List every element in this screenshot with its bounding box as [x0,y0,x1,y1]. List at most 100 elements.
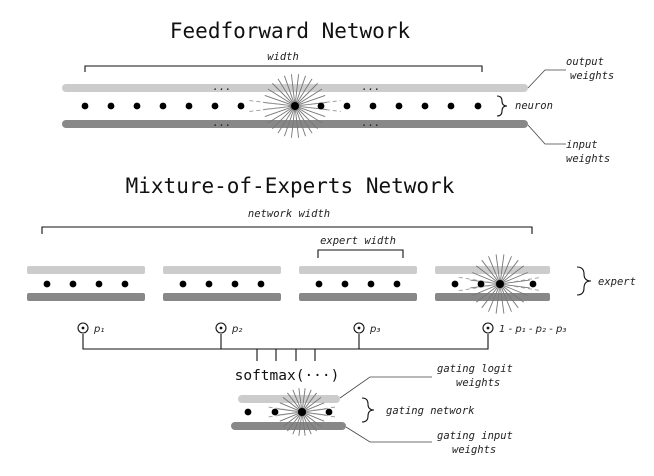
ffn-neuron [395,102,403,110]
gating-network-brace [361,397,375,423]
expert-neuron [451,280,459,288]
expert-neuron [477,280,485,288]
expert-neuron [69,280,77,288]
ffn-output-weights-label-2: weights [570,70,614,82]
ffn-ellipsis-bottom-right: ... [362,117,381,129]
softmax-label: softmax(···) [235,368,340,384]
ffn-neuron-label: neuron [515,100,553,112]
ffn-neuron [159,102,167,110]
gate-symbol-3 [353,322,365,334]
ffn-neuron [369,102,377,110]
ffn-ellipsis-top-right: ... [362,81,381,93]
prob-label-3: p₃ [369,324,380,335]
ffn-neuron [237,102,245,110]
expert-active-neuron [496,280,504,288]
ffn-active-neuron [291,102,299,110]
expert-neuron [393,280,401,288]
gating-input-weights-label-2: weights [452,444,496,456]
gate-symbol-1 [77,322,89,334]
ffn-neuron [81,102,89,110]
expert-block-1 [27,266,145,301]
gating-network-label: gating network [386,405,475,417]
ffn-output-weights-bar [62,84,528,92]
ffn-neuron [107,102,115,110]
ray-dashed-line [268,406,336,418]
ffn-neuron [317,102,325,110]
moe-gate-distribution-bus [82,334,489,350]
gating-active-neuron-rays [268,388,336,436]
gating-neuron [325,408,333,416]
gating-active-neuron [298,408,306,416]
moe-expert-width-label: expert width [320,235,396,247]
gating-neuron [271,408,279,416]
expert-output-weights-bar [27,266,145,274]
ffn-neuron [343,102,351,110]
ffn-neuron [185,102,193,110]
ffn-input-weights-leader [527,124,566,145]
expert-neuron [43,280,51,288]
ffn-neuron [447,102,455,110]
expert-input-weights-bar [163,293,281,301]
moe-network-width-label: network width [248,208,330,220]
ffn-ellipsis-top-left: ... [213,81,232,93]
moe-title: Mixture-of-Experts Network [126,174,455,198]
ffn-input-weights-label-2: weights [566,153,610,165]
moe-expert-label: expert [598,276,636,288]
ffn-output-weights-label-1: output [566,56,604,68]
prob-label-4: 1 - p₁ - p₂ - p₃ [499,324,566,335]
expert-input-weights-bar [299,293,417,301]
ffn-neuron-row [81,102,482,110]
gating-logit-weights-label-2: weights [456,377,500,389]
gate-symbol-2 [215,322,227,334]
expert-neuron [257,280,265,288]
gating-logit-weights-label-1: gating logit [437,363,513,375]
ffn-title: Feedforward Network [170,19,411,43]
expert-block-2 [163,266,281,301]
softmax-output-lines [256,349,316,361]
prob-label-2: p₂ [231,324,242,335]
gating-neuron-row [244,408,333,416]
gating-input-weights-leader [345,426,432,443]
gating-logit-weights-bar [238,395,340,403]
expert-output-weights-bar [299,266,417,274]
expert-neuron [179,280,187,288]
ffn-output-weights-leader [527,69,566,89]
expert-neuron [315,280,323,288]
moe-experts [27,254,550,314]
expert-neuron [341,280,349,288]
ffn-input-weights-bar [62,120,528,128]
expert-output-weights-bar [435,266,550,274]
gating-input-weights-bar [231,422,346,430]
moe-expert-width-bracket [317,249,404,258]
expert-neuron [205,280,213,288]
expert-neuron [529,280,537,288]
expert-input-weights-bar [27,293,145,301]
ffn-input-weights-label-1: input [566,139,598,151]
gating-logit-weights-leader [339,376,432,399]
moe-network-width-bracket [41,226,533,234]
expert-output-weights-bar [163,266,281,274]
ffn-neuron [421,102,429,110]
gate-symbol-4 [482,322,494,334]
ffn-ellipsis-bottom-left: ... [213,117,232,129]
expert-neuron [121,280,129,288]
moe-expert-brace [576,266,592,296]
gating-neuron [244,408,252,416]
ffn-neuron [474,102,482,110]
ffn-width-label: width [267,51,299,63]
ffn-neuron [211,102,219,110]
expert-neuron [231,280,239,288]
expert-block-3 [299,266,417,301]
moe-gate-drops [220,334,360,349]
expert-neuron [95,280,103,288]
gating-input-weights-label-1: gating input [437,430,513,442]
expert-neuron [367,280,375,288]
ffn-neuron [133,102,141,110]
expert-block-4 [435,254,550,314]
expert-input-weights-bar [435,293,550,301]
ffn-neuron-brace [496,95,508,117]
ray-dashed-line [268,406,336,418]
ffn-width-bracket [84,65,483,72]
moe-gate-symbols [77,322,494,334]
